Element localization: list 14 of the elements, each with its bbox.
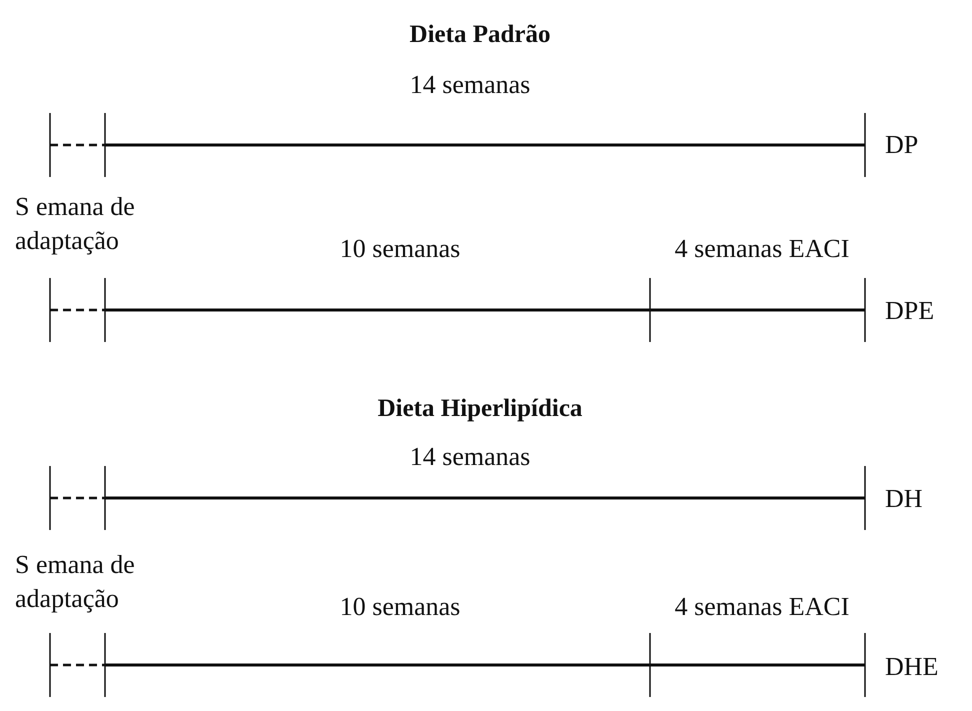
heading: Dieta Padrão <box>410 20 550 50</box>
duration-label: 14 semanas <box>410 441 530 473</box>
group-label: DPE <box>885 295 934 327</box>
duration-label: 4 semanas EACI <box>674 591 850 623</box>
phase-label: S emana de adaptação <box>15 191 136 257</box>
duration-label: 10 semanas <box>340 233 460 265</box>
duration-label: 4 semanas EACI <box>674 233 850 265</box>
group-label: DP <box>885 129 918 161</box>
duration-label: 14 semanas <box>410 69 530 101</box>
phase-label: S emana de adaptação <box>15 549 136 615</box>
group-label: DH <box>885 483 923 515</box>
group-label: DHE <box>885 651 938 683</box>
heading: Dieta Hiperlipídica <box>378 394 582 424</box>
duration-label: 10 semanas <box>340 591 460 623</box>
